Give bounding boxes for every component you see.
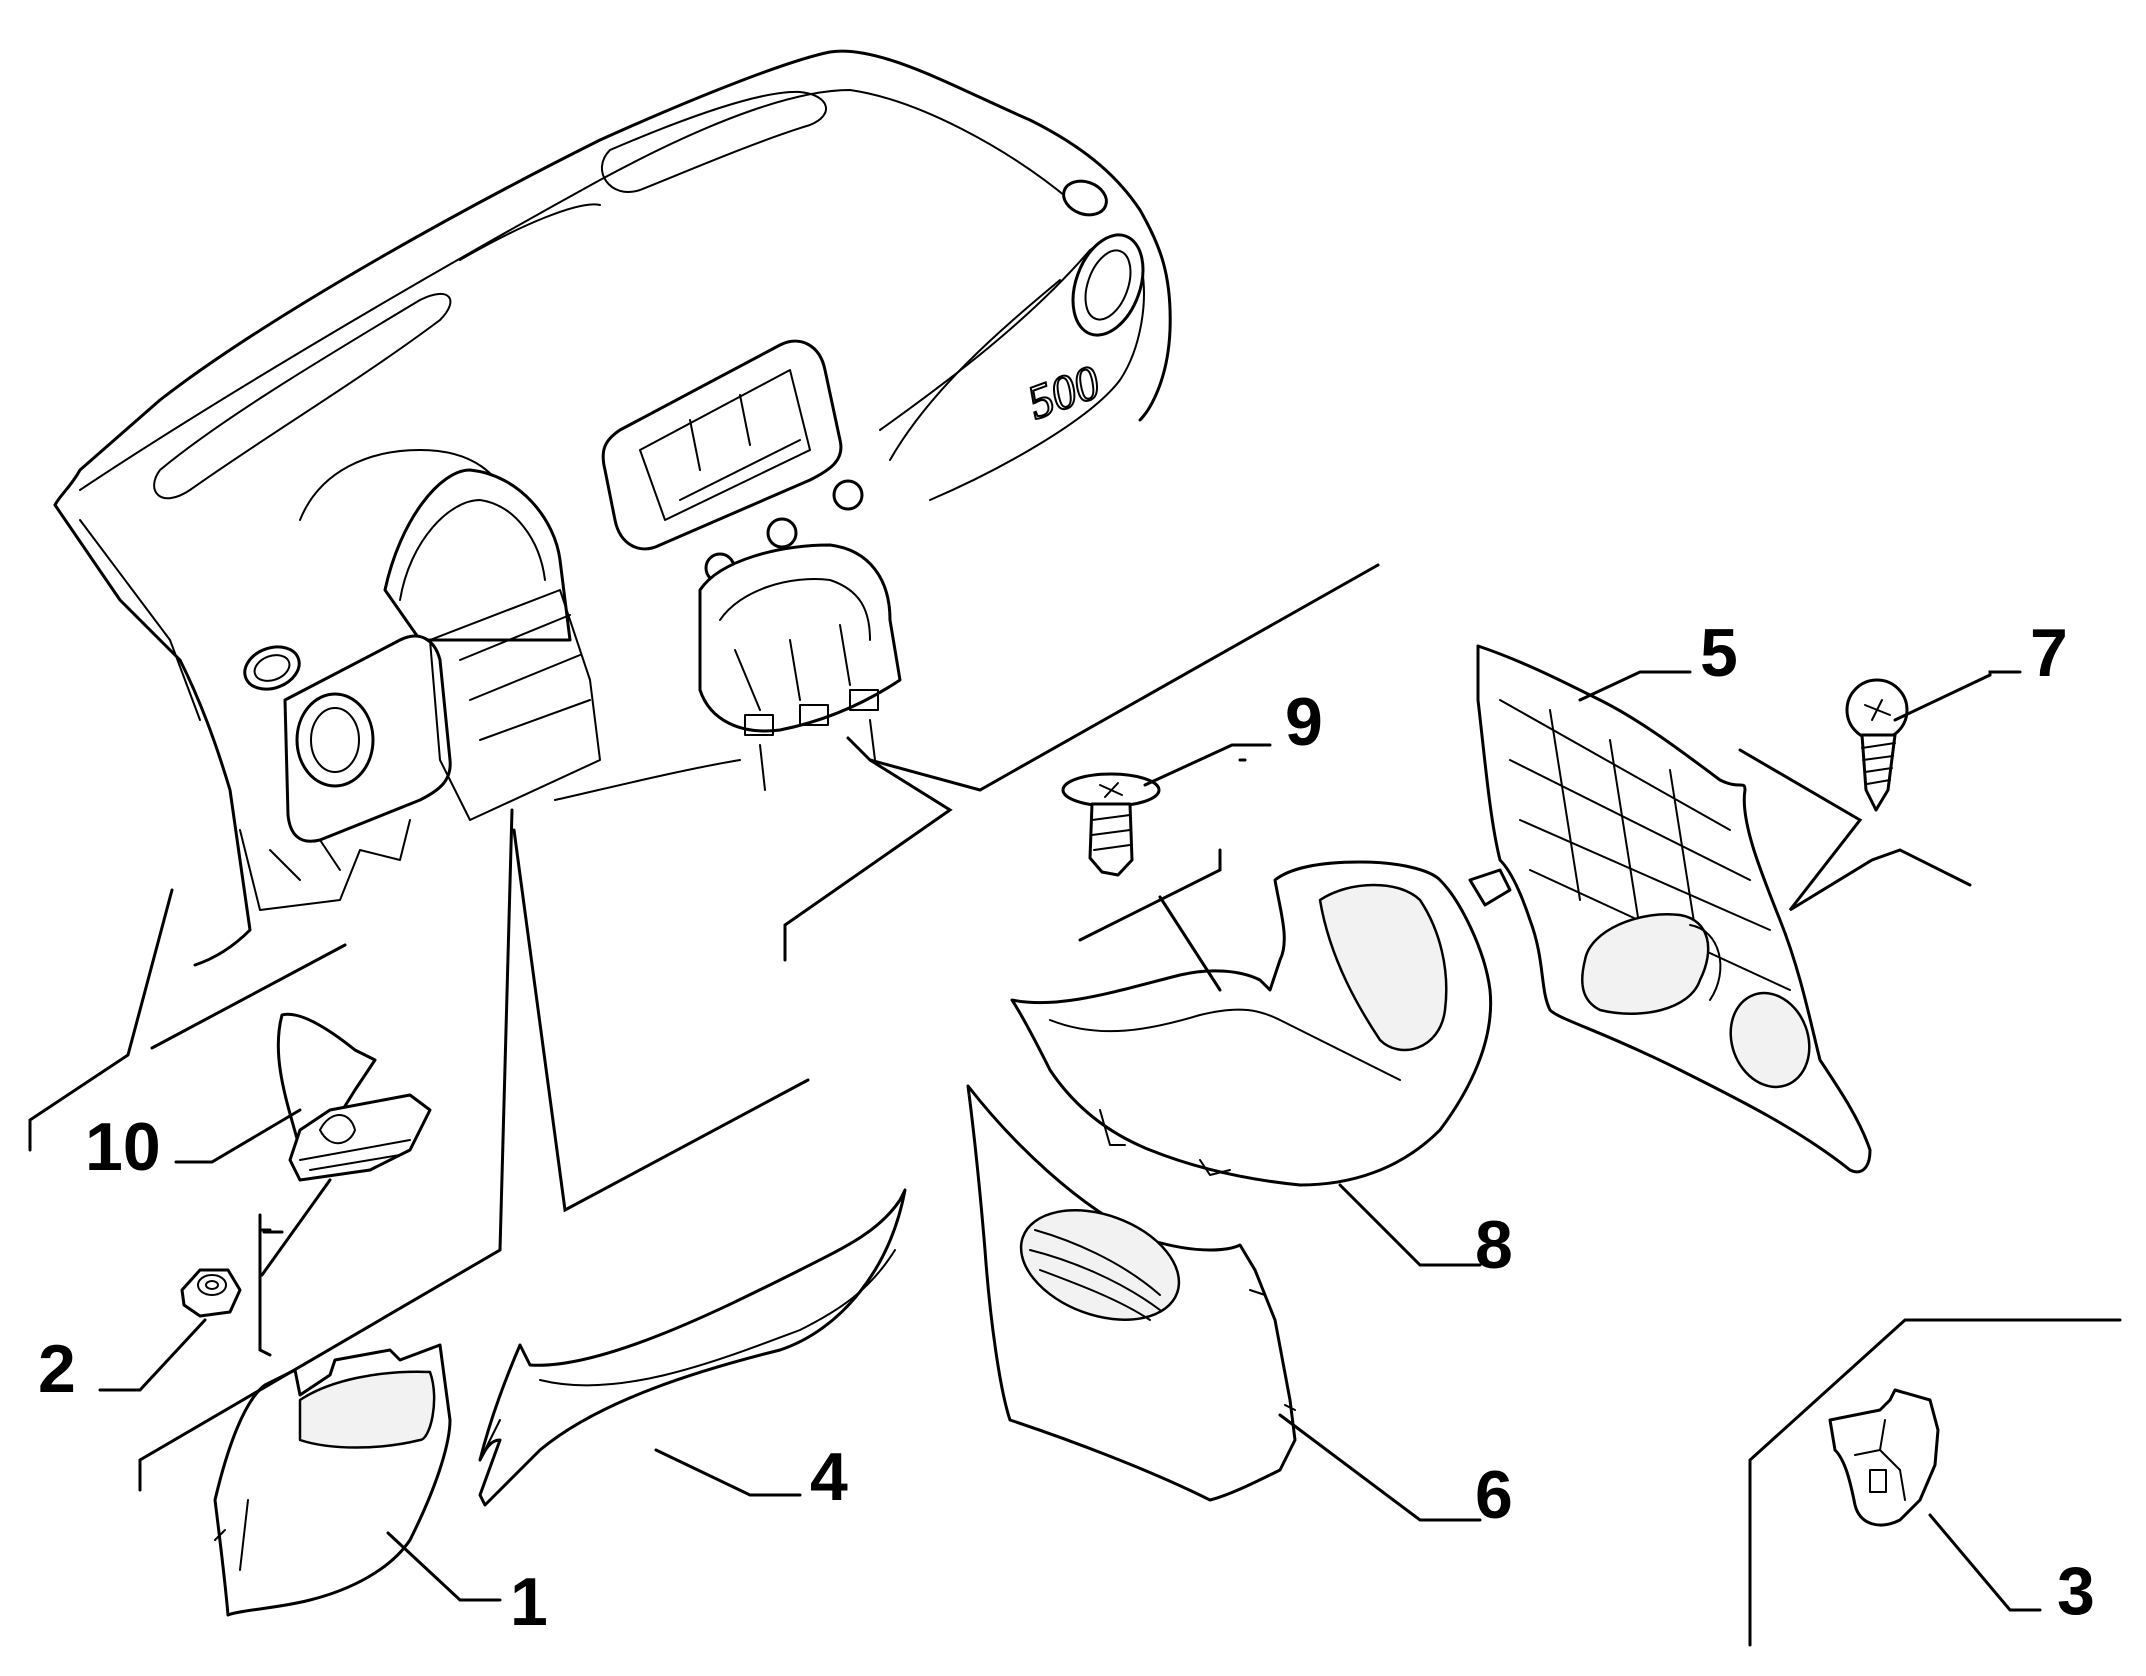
callout-1: 1	[510, 1564, 548, 1640]
callout-6: 6	[1475, 1457, 1513, 1533]
callout-4: 4	[810, 1439, 848, 1515]
part-1-trim-panel	[213, 1343, 452, 1617]
part-5-side-panel	[1468, 644, 1872, 1174]
callout-5: 5	[1700, 615, 1738, 691]
callout-8: 8	[1475, 1207, 1513, 1283]
part-3-clip	[1828, 1388, 1940, 1527]
callout-7: 7	[2030, 615, 2068, 691]
callout-10: 10	[85, 1109, 161, 1185]
callout-3: 3	[2057, 1553, 2095, 1629]
part-7-screw	[1845, 678, 1909, 812]
leader-lines	[28, 563, 2122, 1647]
part-2-nut	[180, 1268, 242, 1318]
part-10-bracket	[276, 1012, 432, 1182]
part-8-column-shroud	[1010, 860, 1493, 1187]
part-4-trim-strip	[478, 1188, 907, 1507]
part-6-knee-panel	[966, 1084, 1297, 1502]
part-9-screw	[1061, 772, 1161, 877]
callout-2: 2	[38, 1331, 76, 1407]
callout-9: 9	[1285, 684, 1323, 760]
logo-500-text: 500	[1021, 356, 1107, 430]
dashboard-assembly: 500	[53, 49, 1172, 967]
callout-labels: 1 2 3 4 5 6 7 8 9 10	[38, 615, 2095, 1640]
